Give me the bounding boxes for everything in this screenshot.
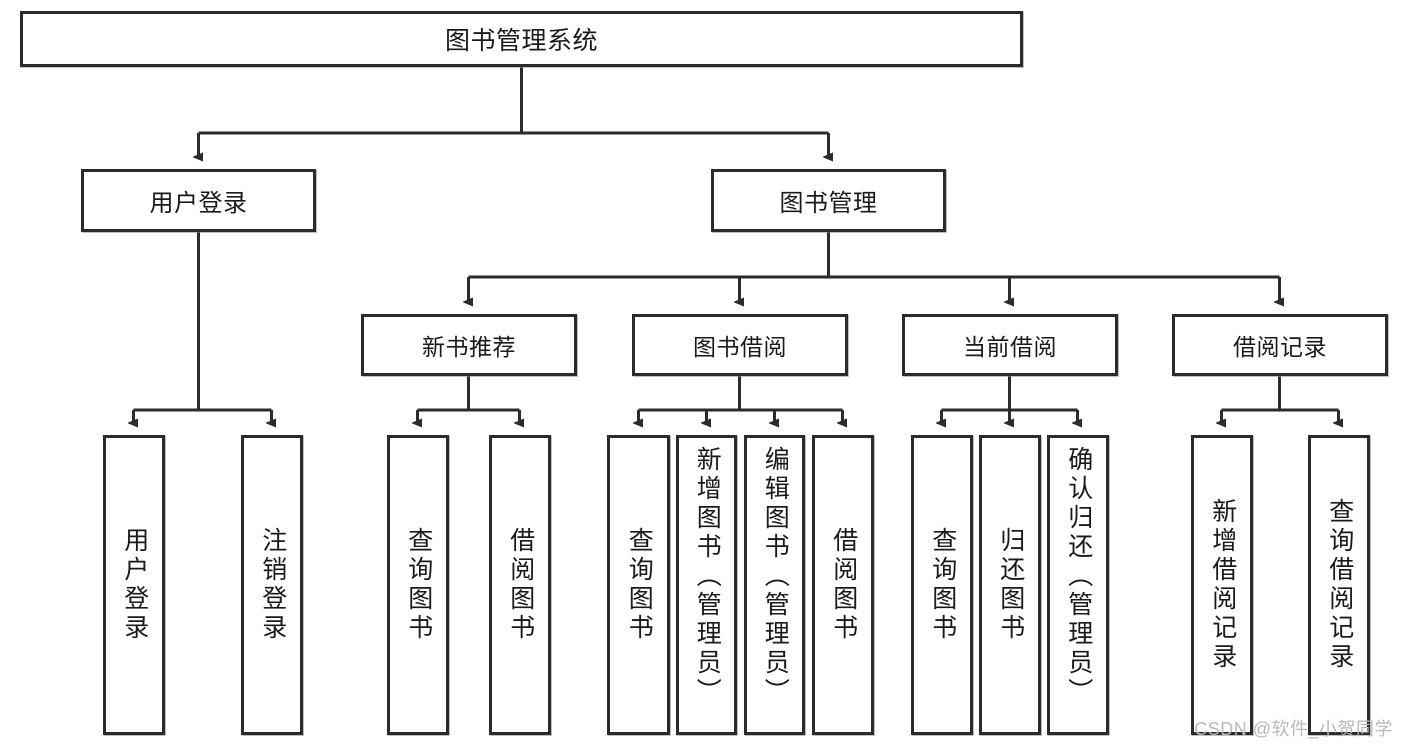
node-label: 编辑图书（管理员） [761, 446, 790, 707]
node-new-book-recommend[interactable]: 新书推荐 [361, 314, 577, 376]
leaf-borrow-book[interactable]: 借阅图书 [812, 435, 874, 735]
node-label: 查询图书 [404, 527, 433, 643]
leaf-add-borrow-record[interactable]: 新增借阅记录 [1191, 435, 1253, 735]
node-label: 注销登录 [258, 527, 287, 643]
node-label: 用户登录 [120, 527, 149, 643]
leaf-add-book-admin[interactable]: 新增图书（管理员） [676, 435, 737, 735]
node-label: 确认归还（管理员） [1064, 446, 1093, 707]
node-label: 新增图书（管理员） [693, 446, 722, 707]
leaf-borrow-book-new[interactable]: 借阅图书 [489, 435, 551, 735]
leaf-confirm-return-admin[interactable]: 确认归还（管理员） [1047, 435, 1109, 735]
node-label: 借阅图书 [506, 527, 535, 643]
watermark-text: CSDN @软件_小贺同学 [1194, 719, 1393, 739]
node-borrow-record[interactable]: 借阅记录 [1172, 314, 1388, 376]
leaf-user-logout[interactable]: 注销登录 [241, 435, 303, 735]
node-label: 图书管理 [779, 190, 878, 217]
node-label: 用户登录 [149, 190, 248, 217]
node-label: 借阅图书 [829, 527, 858, 643]
node-label: 查询图书 [928, 527, 957, 643]
node-label: 归还图书 [996, 527, 1025, 643]
node-label: 图书管理系统 [444, 27, 598, 55]
node-label: 查询图书 [625, 527, 654, 643]
node-label: 图书借阅 [693, 334, 787, 360]
node-root-system[interactable]: 图书管理系统 [20, 11, 1023, 67]
node-book-borrow[interactable]: 图书借阅 [632, 314, 848, 376]
node-current-borrow[interactable]: 当前借阅 [902, 314, 1118, 376]
leaf-edit-book-admin[interactable]: 编辑图书（管理员） [744, 435, 805, 735]
leaf-query-book-borrow[interactable]: 查询图书 [607, 435, 670, 735]
node-label: 借阅记录 [1233, 334, 1327, 360]
leaf-query-borrow-record[interactable]: 查询借阅记录 [1308, 435, 1370, 735]
node-label: 新书推荐 [422, 334, 516, 360]
node-label: 查询借阅记录 [1325, 498, 1354, 672]
node-user-login[interactable]: 用户登录 [81, 169, 316, 232]
node-label: 当前借阅 [963, 334, 1057, 360]
leaf-return-book[interactable]: 归还图书 [979, 435, 1041, 735]
node-label: 新增借阅记录 [1208, 498, 1237, 672]
leaf-query-book-new[interactable]: 查询图书 [387, 435, 449, 735]
leaf-user-login[interactable]: 用户登录 [103, 435, 165, 735]
leaf-query-book-current[interactable]: 查询图书 [911, 435, 973, 735]
node-book-management[interactable]: 图书管理 [711, 169, 946, 232]
